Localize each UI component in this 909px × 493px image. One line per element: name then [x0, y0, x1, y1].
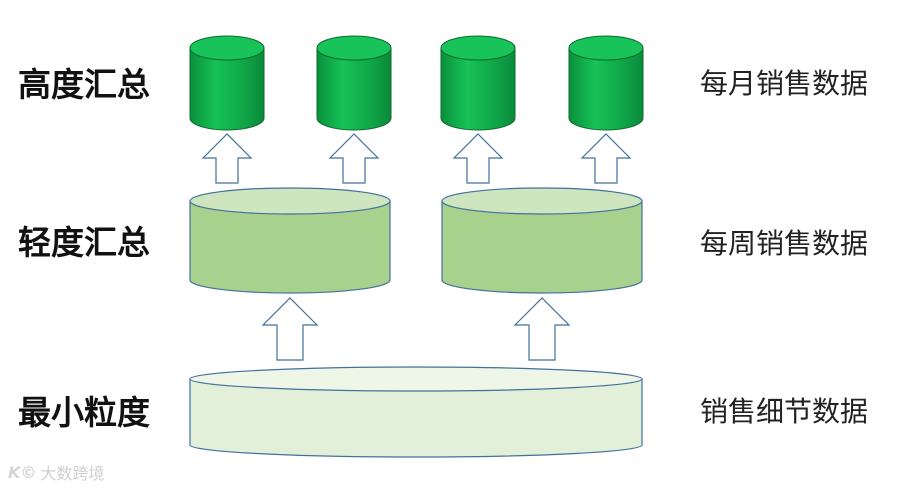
weekly-sales-label: 每周销售数据 [700, 227, 869, 260]
weekly-cylinder-2 [441, 187, 643, 294]
watermark-logo: K© [8, 462, 37, 482]
watermark: K© 大数跨境 [8, 460, 104, 484]
monthly-cylinder-2 [316, 35, 392, 131]
watermark-text: 大数跨境 [40, 464, 105, 483]
up-arrow-icon [580, 133, 632, 184]
weekly-cylinder-1 [189, 187, 391, 294]
up-arrow-icon [328, 133, 380, 184]
detail-sales-label: 销售细节数据 [700, 395, 869, 428]
level-label-high: 高度汇总 [18, 65, 150, 104]
level-label-detail: 最小粒度 [18, 393, 150, 432]
monthly-cylinder-1 [189, 35, 265, 131]
up-arrow-icon [261, 297, 319, 361]
up-arrow-icon [452, 133, 504, 184]
up-arrow-icon [201, 133, 253, 184]
monthly-sales-label: 每月销售数据 [700, 67, 869, 100]
level-label-light: 轻度汇总 [18, 223, 150, 262]
detail-cylinder [189, 366, 643, 458]
up-arrow-icon [513, 297, 571, 361]
monthly-cylinder-4 [568, 35, 644, 131]
monthly-cylinder-3 [440, 35, 516, 131]
